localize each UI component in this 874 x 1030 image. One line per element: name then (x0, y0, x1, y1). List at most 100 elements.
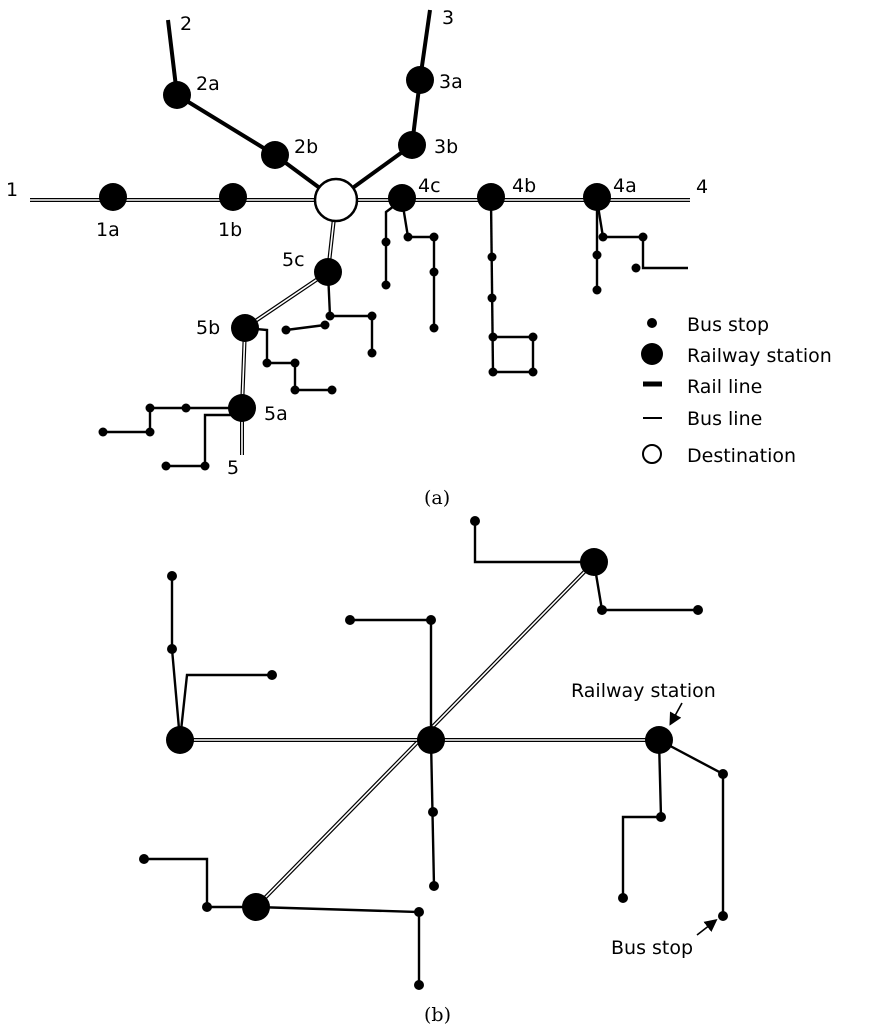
bus-stop (429, 232, 439, 242)
bus-stop (167, 571, 177, 581)
bus-stop (429, 267, 439, 277)
bus-stop (598, 232, 608, 242)
bus-stop-pointer-arrow (696, 919, 718, 936)
bus-stop (470, 516, 480, 526)
line-label-1: 1 (6, 179, 18, 201)
bus-stop (320, 320, 330, 330)
station-label-3a: 3a (439, 71, 463, 93)
bus-stop (597, 605, 607, 615)
bus-stop (429, 881, 439, 891)
bus-stops-b (139, 516, 728, 990)
bus-stop (656, 812, 666, 822)
bus-stop (488, 332, 498, 342)
legend-bus-line-label: Bus line (687, 408, 762, 430)
railway-station (166, 726, 194, 754)
bus-stop (414, 907, 424, 917)
station-4c (388, 184, 416, 212)
bus-stop (161, 461, 171, 471)
bus-stop (262, 358, 272, 368)
legend-destination-symbol (642, 444, 662, 464)
bus-stop (202, 902, 212, 912)
station-2b (261, 141, 289, 169)
bus-stop (381, 280, 391, 290)
railway-station-pointer-label: Railway station (571, 680, 716, 702)
station-labels-a: 1a 1b 2a 2b 3a 3b 4a 4b 4c 5a 5b 5c (96, 71, 637, 425)
station-label-2a: 2a (196, 73, 220, 95)
rail-line-2 (166, 19, 338, 202)
bus-stops-a (98, 232, 648, 471)
legend-bus-stop-symbol (647, 318, 657, 328)
station-2a (163, 81, 191, 109)
bus-stop (327, 385, 337, 395)
railway-station (645, 726, 673, 754)
bus-stop (290, 385, 300, 395)
station-4a (583, 183, 611, 211)
bus-stop (487, 252, 497, 262)
bus-stop (381, 237, 391, 247)
bus-stop (145, 427, 155, 437)
bus-stop (718, 911, 728, 921)
station-label-4c: 4c (418, 175, 441, 197)
caption-a: (a) (424, 487, 450, 509)
bus-stop (267, 670, 277, 680)
station-label-5b: 5b (196, 317, 220, 339)
bus-stop (693, 605, 703, 615)
legend-railway-station-label: Railway station (687, 345, 832, 367)
railway-stations-a (99, 66, 611, 422)
bus-stop (631, 263, 641, 273)
bus-stop (281, 325, 291, 335)
bus-stop (638, 232, 648, 242)
station-1a (99, 183, 127, 211)
line-label-2: 2 (180, 13, 192, 35)
legend-bus-stop-label: Bus stop (687, 314, 769, 336)
rail-lines-a (30, 9, 690, 455)
pointer-labels-b: Railway station Bus stop (571, 680, 718, 959)
bus-stop (618, 893, 628, 903)
station-label-4b: 4b (512, 175, 536, 197)
bus-stop (414, 980, 424, 990)
legend-destination-label: Destination (687, 445, 796, 467)
bus-stop-pointer-label: Bus stop (611, 937, 693, 959)
station-label-3b: 3b (434, 136, 458, 158)
line-labels-a: 1 2 3 4 5 (6, 7, 708, 479)
bus-stop (718, 769, 728, 779)
bus-stop (181, 403, 191, 413)
station-label-5a: 5a (264, 403, 288, 425)
bus-stop (325, 311, 335, 321)
line-label-5: 5 (227, 457, 239, 479)
station-label-4a: 4a (613, 175, 637, 197)
station-label-5c: 5c (282, 249, 305, 271)
railway-station-pointer-arrow (669, 702, 683, 726)
bus-stop (428, 807, 438, 817)
station-5c (314, 258, 342, 286)
bus-stop (145, 403, 155, 413)
rail-line-3 (334, 9, 432, 202)
station-1b (219, 183, 247, 211)
station-label-2b: 2b (294, 136, 318, 158)
legend-railway-station-symbol (641, 343, 663, 365)
station-4b (477, 183, 505, 211)
figure-a: 1 2 3 4 5 1a 1b 2a 2b 3a 3b 4a 4b 4c 5a … (6, 7, 832, 509)
bus-stop (528, 332, 538, 342)
bus-stop (98, 427, 108, 437)
station-5b (231, 314, 259, 342)
railway-stations-b (166, 548, 673, 921)
bus-stop (487, 293, 497, 303)
caption-b: (b) (424, 1004, 451, 1026)
legend: Bus stop Railway station Rail line Bus l… (641, 314, 832, 467)
bus-stop (426, 615, 436, 625)
legend-rail-line-label: Rail line (687, 376, 762, 398)
railway-station (580, 548, 608, 576)
line-label-4: 4 (696, 176, 708, 198)
railway-station (242, 893, 270, 921)
line-label-3: 3 (442, 7, 454, 29)
bus-stop (403, 232, 413, 242)
bus-lines-a (103, 199, 688, 468)
bus-stop (290, 358, 300, 368)
destination-node (313, 177, 359, 223)
bus-stop (592, 250, 602, 260)
bus-stop (367, 311, 377, 321)
station-3a (406, 66, 434, 94)
bus-stop (528, 367, 538, 377)
